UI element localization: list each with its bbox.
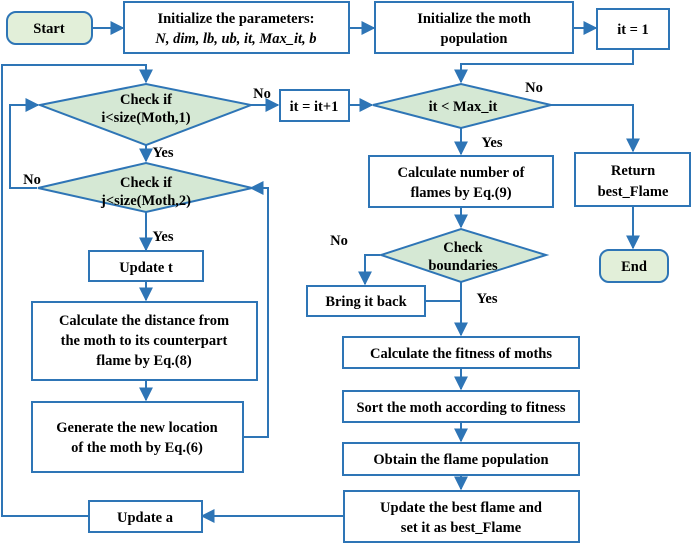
check-j-line1: Check if bbox=[120, 175, 172, 191]
check-i-line2: i<size(Moth,1) bbox=[101, 110, 190, 126]
calc-dist-line1: Calculate the distance from bbox=[59, 313, 229, 329]
calc-flames-box bbox=[368, 155, 554, 208]
gen-loc-line2: of the moth by Eq.(6) bbox=[71, 440, 203, 456]
edge-it-assign-to-it-cond bbox=[454, 50, 634, 84]
check-bound-decision bbox=[377, 227, 550, 284]
node-labels: Start Initialize the parameters: N, dim,… bbox=[33, 11, 669, 536]
it-cond-label: it < Max_it bbox=[429, 99, 498, 115]
end-terminal bbox=[599, 249, 669, 283]
connectors bbox=[1, 21, 640, 523]
return-best-line1: Return bbox=[611, 163, 655, 179]
calc-flames-line1: Calculate number of bbox=[397, 165, 524, 181]
nodes bbox=[6, 1, 691, 543]
check-bound-line1: Check bbox=[443, 240, 483, 256]
label-no-check-bound: No bbox=[330, 233, 348, 249]
init-moth-line2: population bbox=[441, 31, 508, 47]
update-best-line2: set it as best_Flame bbox=[401, 520, 522, 536]
start-terminal bbox=[6, 11, 93, 45]
init-moth-box bbox=[374, 1, 574, 54]
label-no-check-j: No bbox=[23, 172, 41, 188]
label-yes-check-j: Yes bbox=[153, 229, 174, 245]
check-j-line2: j<size(Moth,2) bbox=[100, 193, 191, 209]
label-no-it-cond: No bbox=[525, 80, 543, 96]
edge-gen-loc-to-check-j bbox=[243, 181, 269, 438]
calc-dist-line2: the moth to its counterpart bbox=[61, 333, 228, 349]
check-i-line1: Check if bbox=[120, 92, 172, 108]
sort-moth-box bbox=[342, 390, 580, 423]
init-params-line1: Initialize the parameters: bbox=[157, 11, 314, 27]
label-yes-it-cond: Yes bbox=[482, 135, 503, 151]
bring-back-box bbox=[306, 285, 426, 317]
bring-back-label: Bring it back bbox=[325, 294, 407, 310]
update-t-label: Update t bbox=[119, 260, 173, 276]
label-no-check-i: No bbox=[253, 86, 271, 102]
edge-check-j-no-to-check-i bbox=[9, 98, 40, 189]
update-a-box bbox=[88, 500, 203, 533]
update-t-box bbox=[88, 250, 204, 282]
obtain-flame-box bbox=[342, 442, 580, 476]
check-j-decision bbox=[37, 161, 253, 214]
update-best-box bbox=[343, 490, 580, 543]
calc-fitness-box bbox=[342, 336, 580, 369]
calc-flames-line2: flames by Eq.(9) bbox=[410, 185, 511, 201]
it-inc-label: it = it+1 bbox=[290, 99, 339, 115]
init-params-box bbox=[123, 1, 350, 54]
label-yes-check-bound: Yes bbox=[477, 291, 498, 307]
check-bound-line2: boundaries bbox=[428, 258, 498, 274]
gen-loc-box bbox=[31, 401, 244, 473]
calc-dist-line3: flame by Eq.(8) bbox=[96, 353, 192, 369]
edge-labels: No No Yes Yes No Yes No Yes bbox=[23, 80, 543, 307]
init-moth-line1: Initialize the moth bbox=[417, 11, 531, 27]
calc-fitness-label: Calculate the fitness of moths bbox=[370, 346, 552, 362]
end-label: End bbox=[621, 259, 647, 275]
calc-dist-box bbox=[31, 301, 258, 381]
it-cond-decision bbox=[372, 82, 552, 130]
edge-it-cond-no-to-return bbox=[551, 104, 640, 153]
return-best-box bbox=[574, 152, 691, 207]
update-best-line1: Update the best flame and bbox=[380, 500, 542, 516]
it-assign-label: it = 1 bbox=[617, 22, 649, 38]
check-i-decision bbox=[36, 82, 255, 147]
edge-update-a-to-check-i bbox=[1, 64, 153, 517]
label-yes-check-i: Yes bbox=[153, 145, 174, 161]
return-best-line2: best_Flame bbox=[598, 184, 669, 200]
obtain-flame-label: Obtain the flame population bbox=[373, 452, 548, 468]
init-params-line2: N, dim, lb, ub, it, Max_it, b bbox=[154, 31, 316, 47]
gen-loc-line1: Generate the new location bbox=[56, 420, 217, 436]
it-assign-box bbox=[596, 8, 670, 50]
sort-moth-label: Sort the moth according to fitness bbox=[356, 400, 565, 416]
it-inc-box bbox=[279, 89, 350, 122]
start-label: Start bbox=[33, 21, 65, 37]
update-a-label: Update a bbox=[117, 510, 174, 526]
edge-check-bound-no-to-bring-back bbox=[358, 254, 380, 286]
